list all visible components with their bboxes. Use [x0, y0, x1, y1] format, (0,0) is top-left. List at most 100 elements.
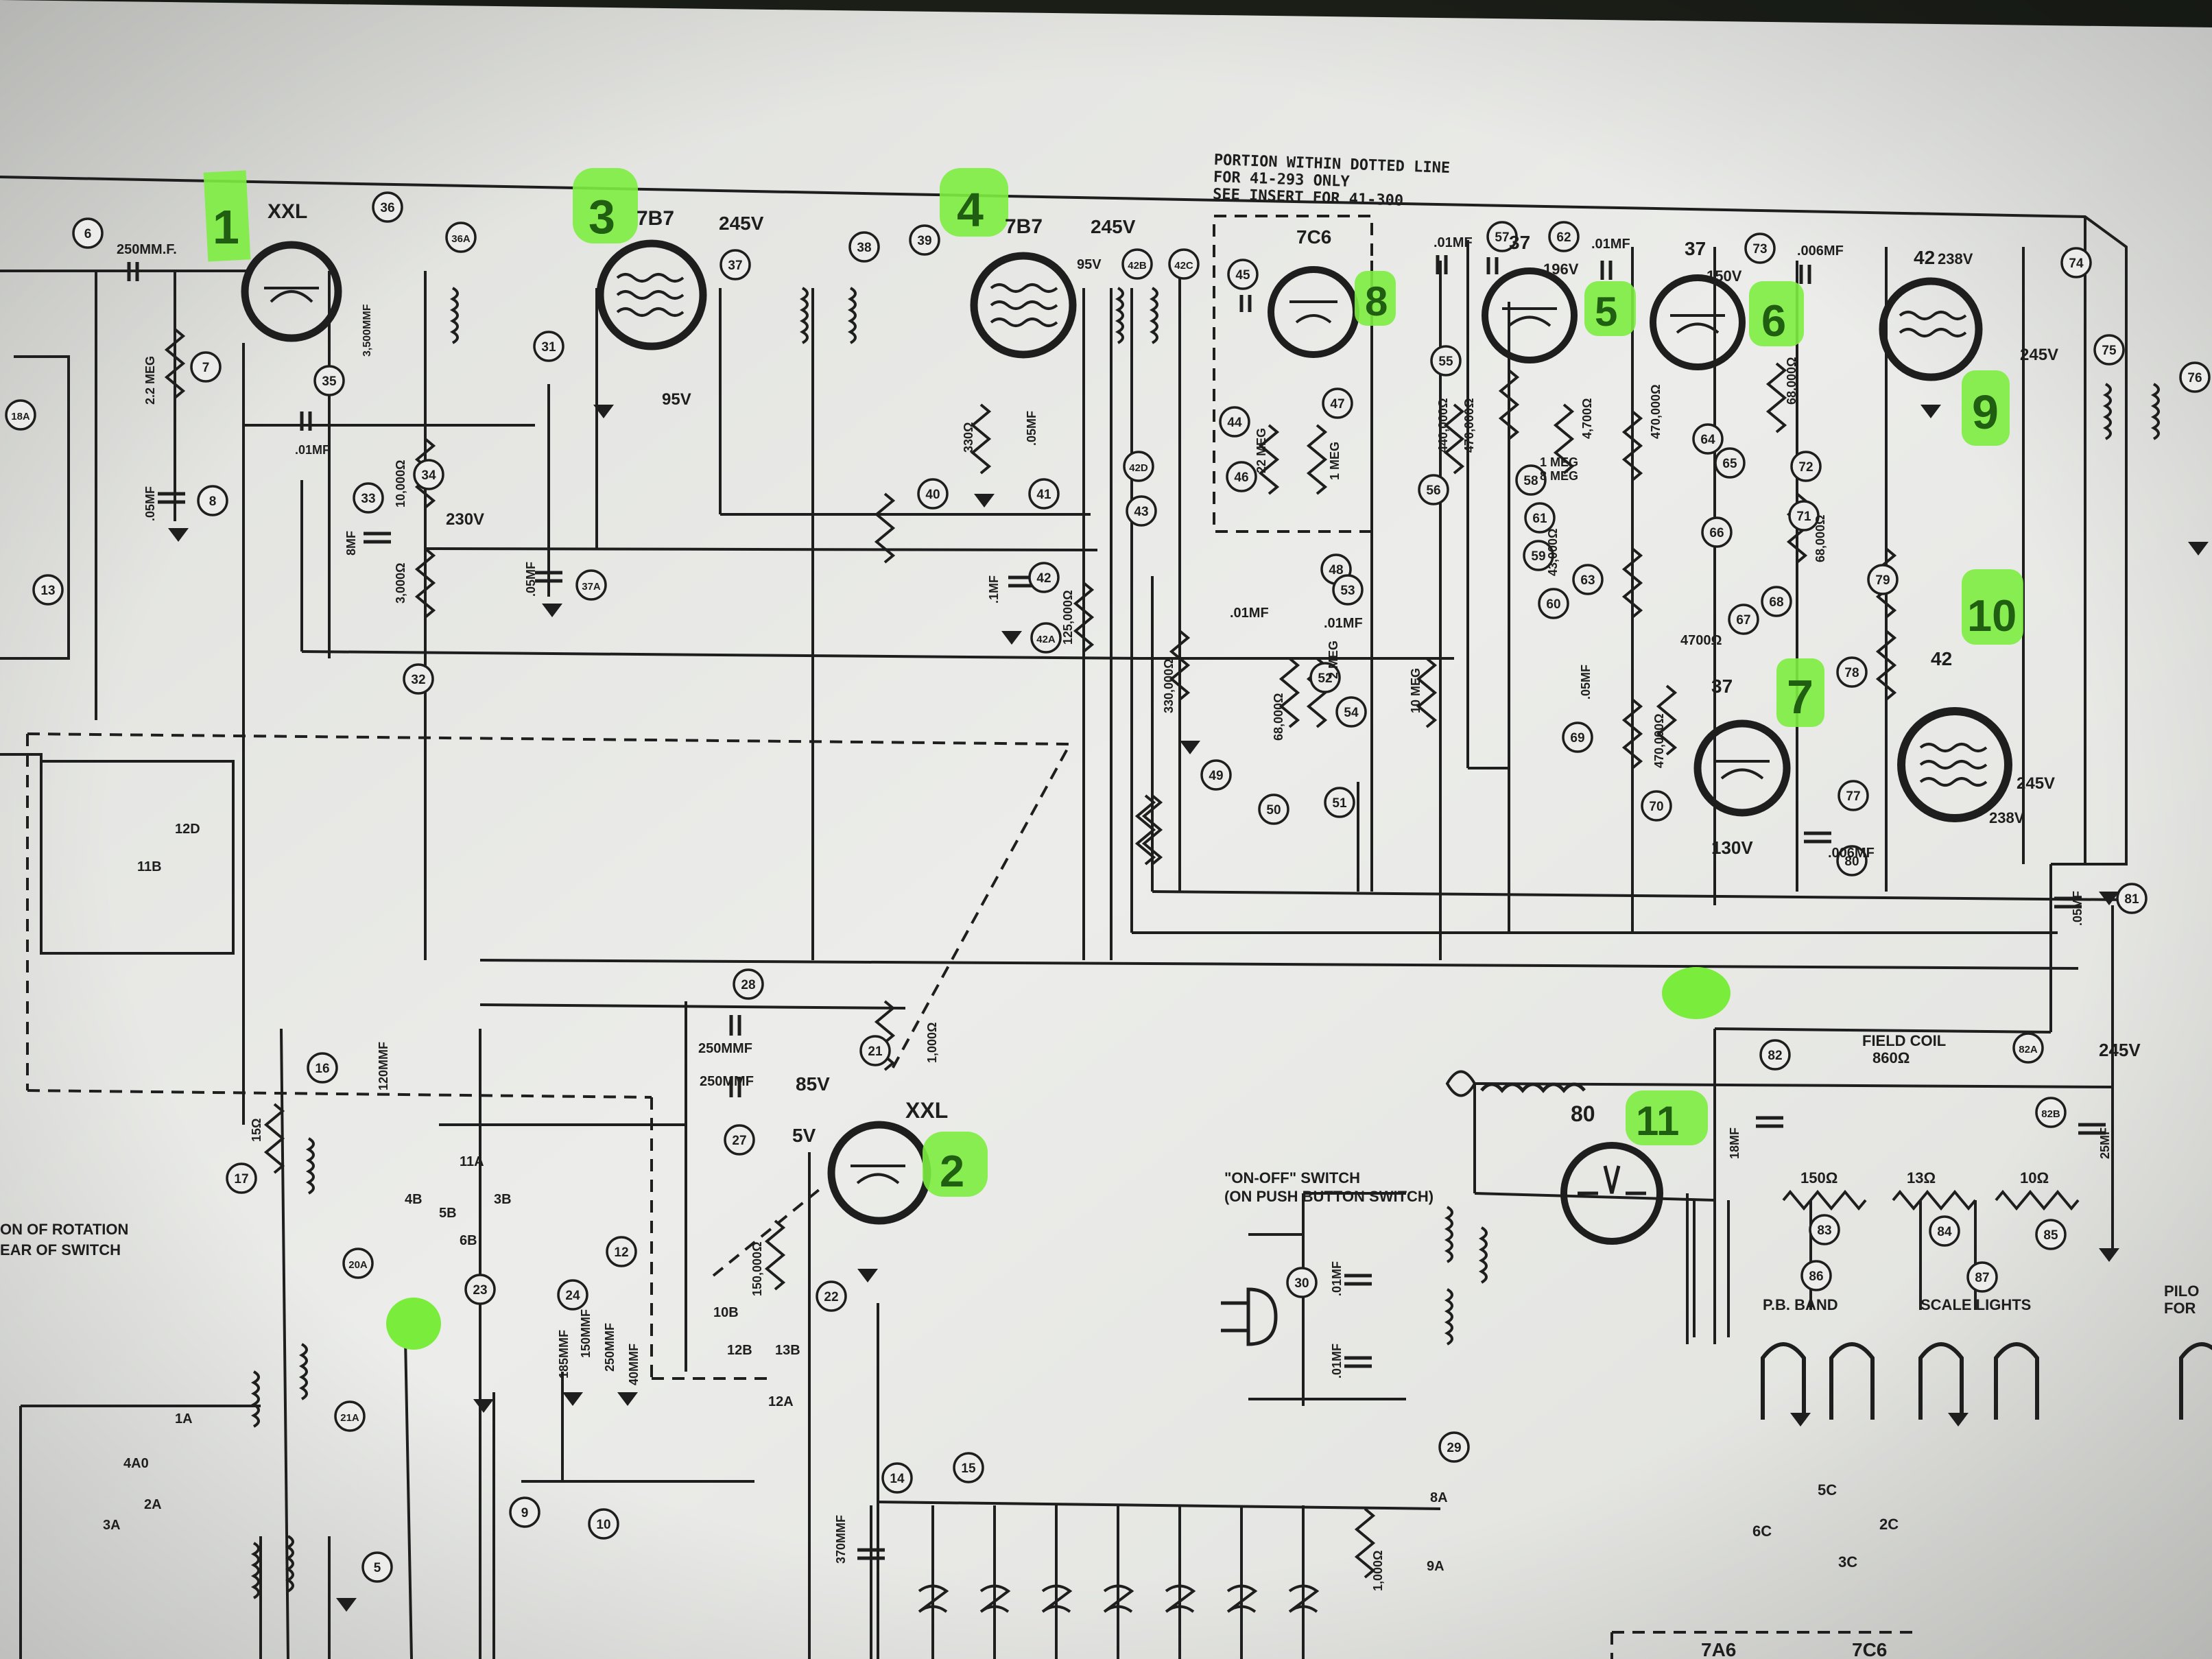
ref-circle [1836, 845, 1868, 876]
ref-marker-5: 5 [361, 1551, 393, 1583]
switch-5c: 5C [1818, 1481, 1837, 1499]
ref-marker-67: 67 [1728, 604, 1759, 635]
ref-circle [881, 1462, 913, 1494]
r66-value: 4700Ω [1680, 633, 1722, 648]
ref-circle [313, 365, 345, 396]
ref-label: 36 [380, 201, 394, 215]
band-switch-coils [870, 1505, 1320, 1659]
v95-label-a: 95V [662, 390, 691, 409]
switch-11a: 11A [460, 1154, 484, 1169]
tube-9-type: 42 [1914, 247, 1935, 268]
ref-label: 64 [1700, 433, 1715, 447]
r-l-value: 15Ω [250, 1119, 263, 1142]
ref-label: 86 [1809, 1269, 1823, 1284]
ref-label: 42C [1174, 260, 1193, 272]
ref-circle [1548, 221, 1580, 252]
r73-value: 68,000Ω [1813, 515, 1827, 563]
ref-circle [848, 231, 880, 263]
ref-label: 82B [2041, 1108, 2060, 1120]
ref-marker-70: 70 [1641, 790, 1672, 822]
ref-label: 47 [1330, 397, 1344, 411]
ref-marker-41: 41 [1028, 478, 1060, 510]
c-g-value: .01MF [1330, 1261, 1344, 1296]
ref-circle [557, 1279, 588, 1311]
r41-value: 125,000Ω [1061, 590, 1075, 645]
ref-circle [909, 224, 940, 256]
field-coil-label: FIELD COIL [1862, 1032, 1946, 1049]
r32-value: 3,000Ω [394, 563, 407, 604]
ref-label: 75 [2102, 344, 2117, 358]
ref-circle [1309, 662, 1341, 693]
tube-8-type: 7C6 [1296, 226, 1331, 248]
c6-value: 250MM.F. [117, 242, 177, 257]
switch-12d: 12D [175, 822, 200, 837]
ref-marker-55: 55 [1430, 345, 1462, 377]
ref-marker-14: 14 [881, 1462, 913, 1494]
ref-circle [1524, 502, 1556, 534]
ref-label: 7 [202, 361, 210, 375]
ref-marker-80: 80 [1836, 845, 1868, 876]
ref-marker-85: 85 [2035, 1219, 2067, 1250]
ref-marker-30: 30 [1286, 1267, 1318, 1298]
tube-3 [596, 239, 707, 350]
ref-label: 37 [728, 259, 742, 273]
ref-marker-82a: 82A [2012, 1032, 2044, 1064]
ref-circle [2035, 1097, 2067, 1128]
c39-value: .05MF [1025, 411, 1038, 446]
r53-value: 440,000Ω [1436, 398, 1450, 453]
ref-label: 81 [2124, 892, 2139, 907]
tube-5-type: 37 [1509, 232, 1530, 253]
marker-10: 10 [1967, 590, 2017, 641]
ref-label: 12 [614, 1245, 628, 1260]
ref-circle [720, 249, 751, 281]
switch-4a0: 4A0 [123, 1456, 149, 1471]
ref-marker-54: 54 [1335, 696, 1367, 728]
ref-circle [1430, 345, 1462, 377]
r63-value: 43,000Ω [1546, 529, 1560, 577]
c-a-value: 150MMF [579, 1309, 593, 1358]
ref-circle [1728, 604, 1759, 635]
v95-label-b: 95V [1077, 257, 1102, 272]
ref-marker-59: 59 [1523, 540, 1554, 571]
capacitors [127, 255, 2106, 1560]
tube-10-type: 42 [1931, 648, 1952, 669]
marker-2: 2 [940, 1146, 964, 1196]
ref-marker-22: 22 [816, 1280, 847, 1312]
ref-label: 70 [1649, 800, 1663, 814]
r74-value: 68,000Ω [1785, 357, 1798, 405]
c78-value: .05MF [2071, 891, 2084, 926]
ref-label: 41 [1036, 488, 1051, 502]
r65-value: 470,000Ω [1649, 385, 1663, 440]
vacuum-tubes [241, 239, 2012, 1245]
r54-value: 470,000Ω [1462, 398, 1476, 453]
ref-label: 39 [917, 234, 931, 248]
switch-3c: 3C [1838, 1553, 1857, 1571]
ref-circle [1867, 564, 1899, 595]
ref-circle [1227, 259, 1259, 290]
ref-label: 62 [1556, 230, 1571, 245]
v245b-label: 245V [2020, 346, 2058, 364]
ref-circle [1418, 474, 1449, 505]
ref-marker-72: 72 [1790, 451, 1822, 482]
ref-circle [1515, 464, 1547, 496]
ref-marker-21: 21 [859, 1035, 891, 1066]
ref-label: 6 [84, 227, 92, 241]
ref-marker-8: 8 [197, 485, 228, 516]
marker-3: 3 [588, 190, 615, 243]
ref-marker-13: 13 [32, 574, 64, 606]
tube-9-volt: 238V [1938, 250, 1973, 267]
c80-value: 25MF [2098, 1127, 2112, 1159]
ref-circle [307, 1052, 338, 1084]
ref-circle [733, 968, 764, 1000]
switch-10b: 10B [713, 1305, 739, 1320]
ref-circle [32, 574, 64, 606]
tube-4 [970, 252, 1077, 359]
ref-label: 58 [1523, 474, 1538, 488]
ref-marker-76: 76 [2179, 361, 2211, 393]
ref-label: 22 [824, 1290, 838, 1304]
ref-marker-15: 15 [953, 1452, 984, 1483]
ref-label: 24 [565, 1289, 580, 1303]
switch-1a: 1A [175, 1411, 193, 1427]
pb-band-label: P.B. BAND [1763, 1296, 1838, 1313]
c30-value: 250MMF [698, 1041, 752, 1056]
